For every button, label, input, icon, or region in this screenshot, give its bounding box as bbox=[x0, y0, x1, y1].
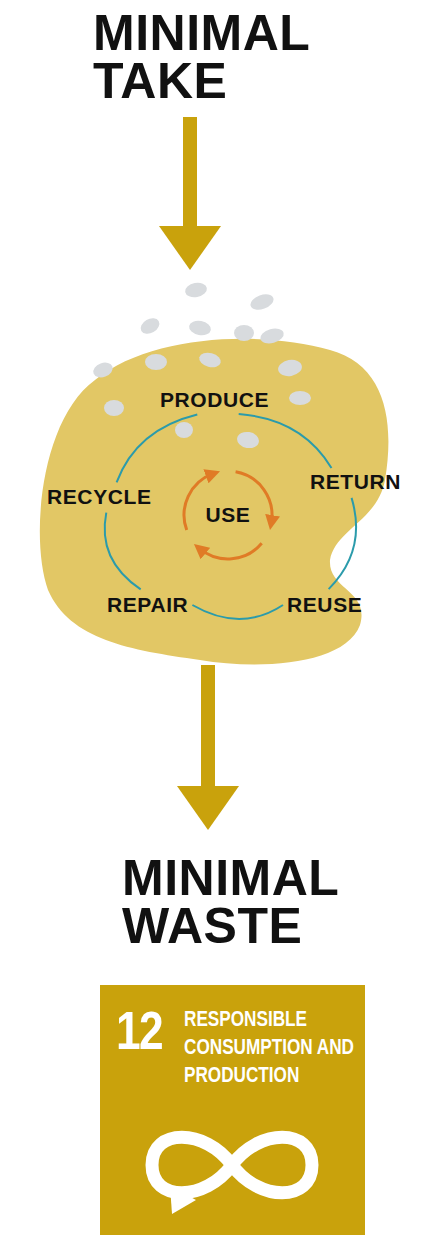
blob-fill bbox=[40, 339, 389, 665]
cycle-step: RETURN bbox=[310, 470, 401, 494]
sdg-goal-box: 12 RESPONSIBLE CONSUMPTION AND PRODUCTION bbox=[100, 985, 365, 1235]
cycle-step: REPAIR bbox=[107, 593, 188, 617]
goal-number: 12 bbox=[116, 1003, 162, 1057]
arrow-head bbox=[159, 226, 221, 270]
grey-dot bbox=[138, 315, 162, 337]
arrow-shaft bbox=[183, 117, 197, 227]
stage-text: MINIMAL WASTE bbox=[122, 855, 362, 950]
step-label: REUSE bbox=[287, 593, 362, 617]
grey-dot bbox=[184, 281, 208, 299]
flow-connector bbox=[159, 117, 221, 270]
stage-text: MINIMAL TAKE bbox=[93, 10, 333, 105]
cycle-step: RECYCLE bbox=[47, 485, 152, 509]
cycle-step: REUSE bbox=[287, 593, 362, 617]
stage-heading: MINIMAL WASTE bbox=[122, 830, 362, 950]
grey-dot bbox=[188, 319, 212, 337]
step-label: REPAIR bbox=[107, 593, 188, 617]
goal-title: RESPONSIBLE CONSUMPTION AND PRODUCTION bbox=[184, 1005, 356, 1089]
grey-dot bbox=[248, 291, 275, 312]
step-label: PRODUCE bbox=[160, 388, 269, 412]
cycle-step: PRODUCE bbox=[160, 388, 269, 412]
arrow-head bbox=[177, 786, 239, 830]
step-label: RECYCLE bbox=[47, 485, 152, 509]
use-label: USE bbox=[195, 503, 261, 527]
economy-blob: USEPRODUCERETURNREUSEREPAIRRECYCLE bbox=[40, 270, 390, 665]
arrow-shaft bbox=[201, 665, 215, 787]
flow-connector bbox=[177, 665, 239, 830]
grey-dot bbox=[234, 325, 254, 341]
stage-heading: MINIMAL TAKE bbox=[93, 10, 333, 117]
step-label: RETURN bbox=[310, 470, 401, 494]
